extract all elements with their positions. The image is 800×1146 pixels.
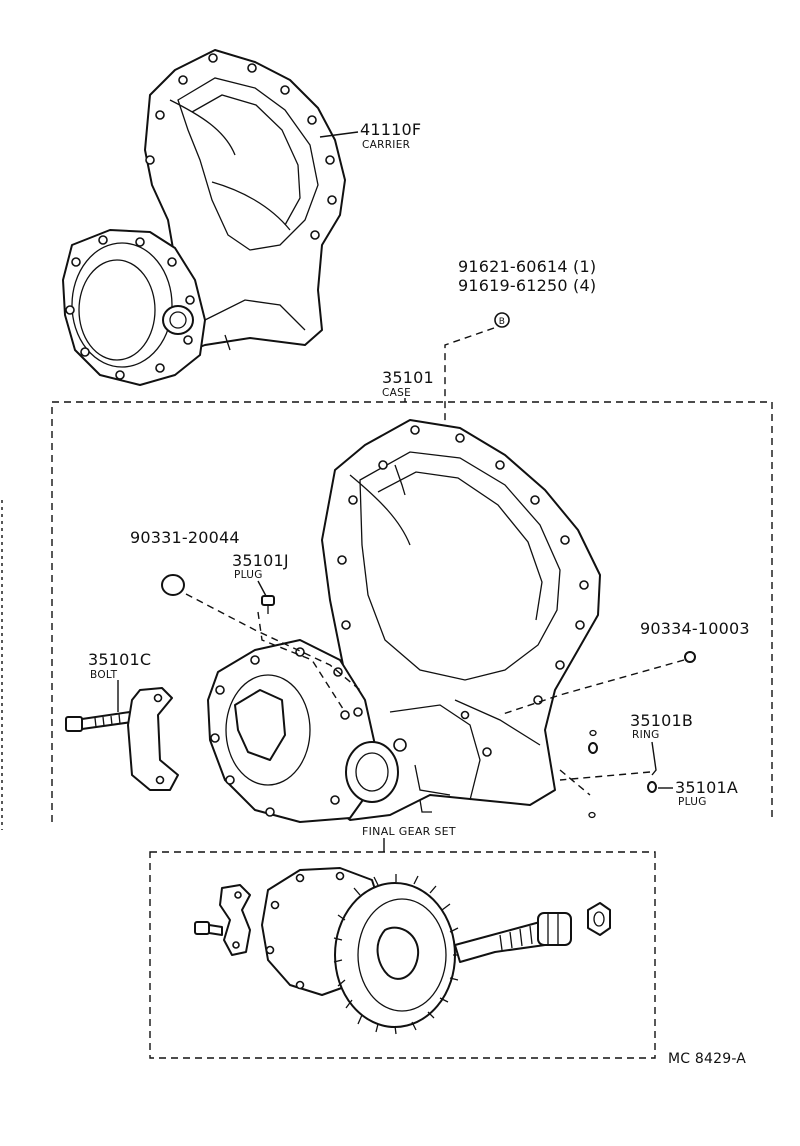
final-gear-icon — [194, 867, 611, 1035]
plug-a-part-name: PLUG — [678, 796, 707, 808]
ring-plug-icon — [588, 742, 598, 754]
nut-part-number: 90334-10003 — [640, 619, 750, 638]
plug-a-part-number: 35101A — [675, 778, 738, 797]
bolt-set-line-2: 91619-61250 (4) — [458, 276, 596, 295]
plug-j-part-name: PLUG — [234, 569, 263, 581]
cap-part-number: 90331-20044 — [130, 528, 240, 547]
bolt-part-name: BOLT — [90, 669, 118, 681]
case-part-name: CASE — [382, 387, 411, 399]
drawing-number: MC 8429-A — [668, 1051, 746, 1067]
gear-set-enclosure — [149, 851, 656, 1059]
transaxle-case-icon — [207, 419, 601, 823]
ring-part-number: 35101B — [630, 711, 693, 730]
case-part-number: 35101 — [382, 368, 434, 387]
carrier-part-name: CARRIER — [362, 139, 410, 151]
nut-icon — [684, 651, 696, 663]
carrier-housing-icon — [62, 49, 346, 386]
cap-icon — [161, 574, 185, 596]
bolt-marker-icon — [494, 312, 510, 328]
ring-part-name: RING — [632, 729, 660, 741]
bracket-icon — [127, 687, 179, 791]
plug-a-icon — [647, 781, 657, 793]
bolt-set-line-1: 91621-60614 (1) — [458, 257, 596, 276]
plug-j-part-number: 35101J — [232, 551, 289, 570]
plug-j-icon — [261, 595, 275, 614]
bolt-icon — [65, 711, 133, 732]
bolt-part-number: 35101C — [88, 650, 151, 669]
gear-set-name: FINAL GEAR SET — [362, 825, 456, 838]
carrier-part-number: 41110F — [360, 120, 421, 139]
bolt-marker-letter: B — [499, 317, 505, 327]
